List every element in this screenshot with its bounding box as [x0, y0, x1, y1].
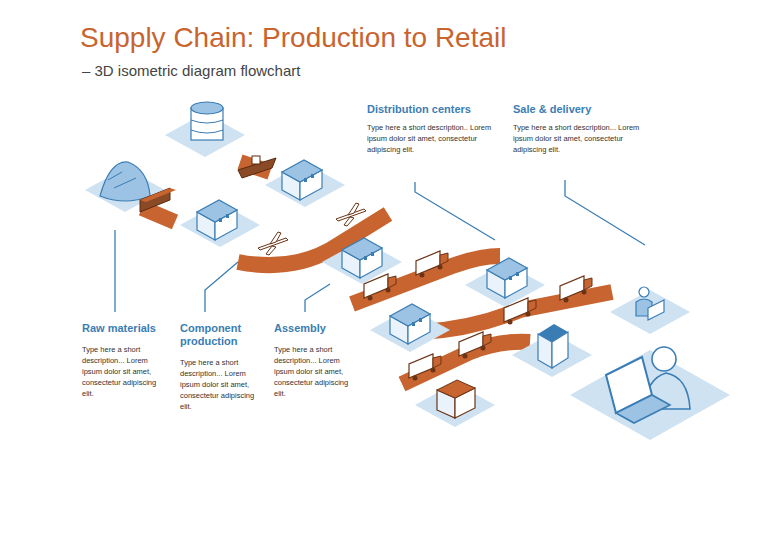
subtitle: – 3D isometric diagram flowchart	[82, 62, 300, 79]
title: Supply Chain: Production to Retail	[80, 22, 506, 54]
stage-heading: Raw materials	[82, 322, 172, 335]
stage-heading: Assembly	[274, 322, 364, 335]
stage-description: Type here a short description... Lorem i…	[180, 358, 264, 412]
stage-description: Type here a short description.. Lorem ip…	[367, 123, 497, 156]
tile	[570, 350, 730, 440]
stage-heading: Sale & delivery	[513, 103, 643, 116]
stage-heading: Component production	[180, 322, 268, 348]
stage-description: Type here a short description... Lorem i…	[274, 345, 358, 399]
stage-description: Type here a short description... Lorem i…	[82, 345, 166, 399]
stage-heading: Distribution centers	[367, 103, 497, 116]
stage-description: Type here a short description... Lorem i…	[513, 123, 643, 156]
